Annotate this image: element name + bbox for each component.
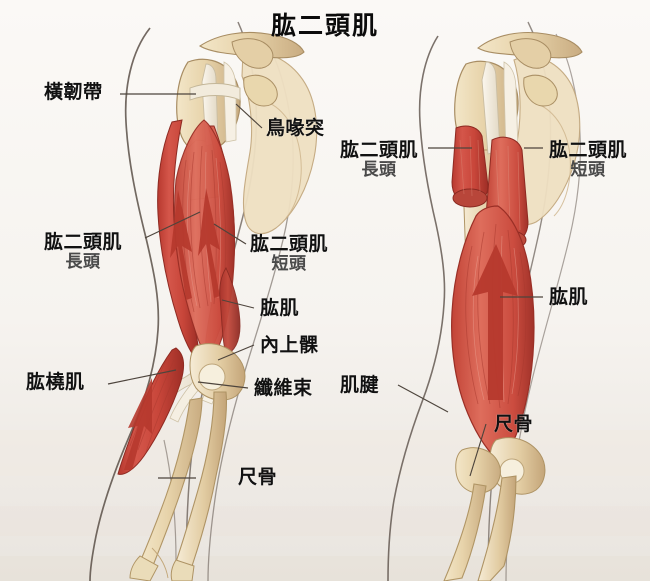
label-biceps-long-head-left: 肱二頭肌 長頭 xyxy=(44,232,122,271)
label-brachioradialis: 肱橈肌 xyxy=(26,372,85,392)
label-coracoid-process-main: 鳥喙突 xyxy=(266,117,325,139)
right-figure-artwork xyxy=(387,21,583,581)
label-transverse-ligament: 橫韌帶 xyxy=(44,82,103,102)
label-biceps-long-head-left-main: 肱二頭肌 xyxy=(44,231,123,253)
label-biceps-long-head-right-main: 肱二頭肌 xyxy=(340,139,419,161)
label-brachioradialis-main: 肱橈肌 xyxy=(26,371,85,393)
label-tendon-main: 肌腱 xyxy=(340,374,380,396)
leader-lines xyxy=(107,93,543,479)
label-biceps-short-head-right: 肱二頭肌 短頭 xyxy=(549,140,627,179)
label-biceps-long-head-right-sub: 長頭 xyxy=(361,160,397,181)
label-tendon: 肌腱 xyxy=(340,375,379,395)
label-fibrous-band-main: 纖維束 xyxy=(254,377,313,399)
label-ulna-left-main: 尺骨 xyxy=(238,466,278,488)
label-biceps-long-head-right: 肱二頭肌 長頭 xyxy=(340,140,418,179)
radius-bone-shape-right xyxy=(477,475,517,581)
label-brachialis-right-main: 肱肌 xyxy=(549,286,589,308)
label-biceps-short-head-left: 肱二頭肌 短頭 xyxy=(250,234,328,273)
label-biceps-short-head-right-sub: 短頭 xyxy=(570,160,606,181)
label-ulna-right-main: 尺骨 xyxy=(494,413,534,435)
label-transverse-ligament-main: 橫韌帶 xyxy=(44,81,103,103)
label-biceps-long-head-left-sub: 長頭 xyxy=(65,252,101,273)
label-brachialis-right: 肱肌 xyxy=(549,287,588,307)
page-title: 肱二頭肌 xyxy=(270,11,379,40)
label-biceps-short-head-left-main: 肱二頭肌 xyxy=(250,233,329,255)
label-medial-epicondyle: 內上髁 xyxy=(260,335,319,355)
label-brachialis-left: 肱肌 xyxy=(260,298,299,318)
label-ulna-right: 尺骨 xyxy=(494,414,533,434)
cut-surface-long-head xyxy=(452,188,488,208)
label-ulna-left: 尺骨 xyxy=(238,467,277,487)
label-fibrous-band: 纖維束 xyxy=(254,378,313,398)
label-brachialis-left-main: 肱肌 xyxy=(260,297,300,319)
medial-epicondyle-shape xyxy=(198,363,226,391)
label-medial-epicondyle-main: 內上髁 xyxy=(260,334,319,356)
muscle-direction-arrow xyxy=(472,244,518,400)
label-biceps-short-head-left-sub: 短頭 xyxy=(271,254,307,275)
label-coracoid-process: 鳥喙突 xyxy=(266,118,325,138)
label-biceps-short-head-right-main: 肱二頭肌 xyxy=(549,139,628,161)
muscle-direction-arrow xyxy=(170,188,220,300)
left-figure-artwork xyxy=(89,21,318,581)
